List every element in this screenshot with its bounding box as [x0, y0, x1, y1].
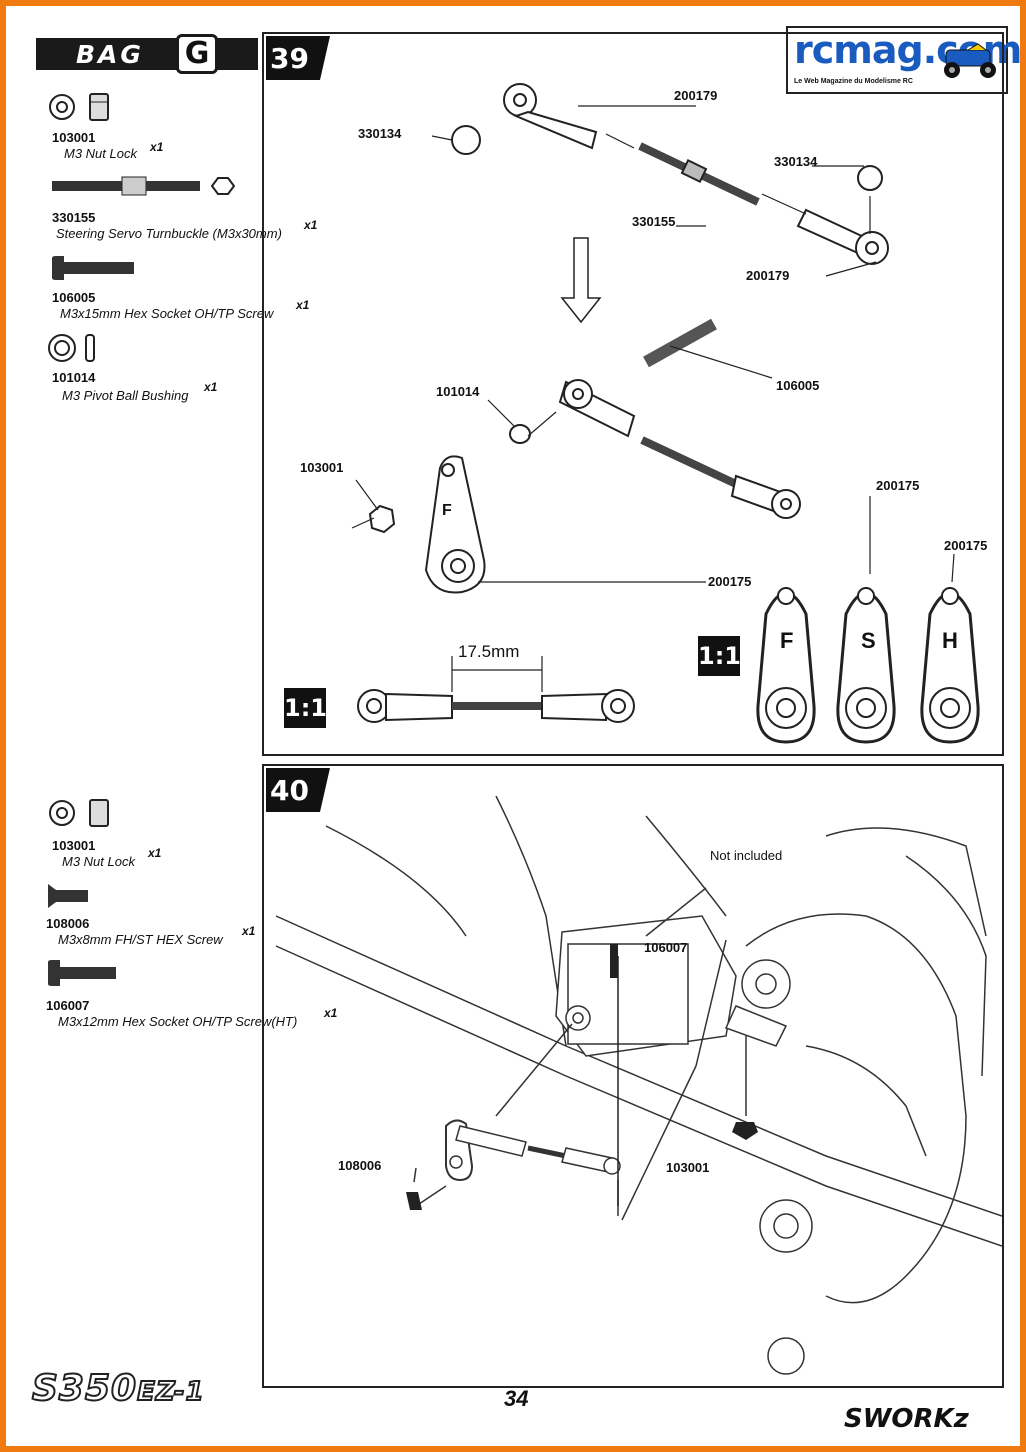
horn-letter: F — [780, 628, 794, 653]
part-qty: x1 — [148, 846, 162, 860]
label-servo-horn: 200175 — [944, 538, 988, 553]
step-40-drawing — [275, 796, 1002, 1375]
brand-logo: SWORKz — [844, 1404, 969, 1434]
part-name: M3 Nut Lock — [62, 854, 135, 869]
label-bushing: 101014 — [436, 384, 480, 399]
step-39-panel — [262, 32, 1004, 756]
step-number: 39 — [270, 42, 309, 75]
buggy-logo-icon — [944, 43, 996, 78]
part-qty: x1 — [324, 1006, 338, 1020]
pivot-bushing-icon — [48, 334, 95, 362]
part-code: 108006 — [46, 916, 90, 931]
horn-letter: H — [942, 628, 958, 653]
label-servo-horn: 200175 — [708, 574, 752, 589]
part-qty: x1 — [150, 140, 164, 154]
model-logo: S350EZ-1 — [31, 1367, 205, 1410]
part-code: 101014 — [52, 370, 96, 385]
hex-screw-icon — [48, 960, 116, 986]
label-screw: 106007 — [644, 940, 688, 955]
part-qty: x1 — [296, 298, 310, 312]
part-name: M3x8mm FH/ST HEX Screw — [58, 932, 223, 947]
label-rod-end: 200179 — [746, 268, 790, 283]
bag-word: BAG — [76, 40, 144, 69]
turnbuckle-icon — [52, 176, 236, 196]
step-39-drawing — [351, 83, 980, 744]
label-nut: 103001 — [300, 460, 344, 475]
label-pivot-ball: 330134 — [774, 154, 818, 169]
label-rod-end: 200179 — [674, 88, 718, 103]
label-nut: 103001 — [666, 1160, 710, 1175]
hex-screw-icon — [52, 256, 134, 280]
part-code: 330155 — [52, 210, 96, 225]
part-name: M3 Pivot Ball Bushing — [62, 388, 189, 403]
bag-letter: G — [176, 34, 218, 74]
part-name: M3 Nut Lock — [64, 146, 137, 161]
part-code: 106007 — [46, 998, 90, 1013]
part-name: M3x15mm Hex Socket OH/TP Screw — [60, 306, 274, 321]
part-code: 103001 — [52, 838, 96, 853]
part-qty: x1 — [204, 380, 218, 394]
model-suffix: EZ-1 — [136, 1376, 205, 1408]
scale-badge: 1:1 — [698, 636, 741, 676]
model-name: S350 — [31, 1367, 138, 1410]
not-included-note: Not included — [710, 848, 783, 863]
part-name: M3x12mm Hex Socket OH/TP Screw(HT) — [58, 1014, 298, 1029]
part-qty: x1 — [242, 924, 256, 938]
step-number: 40 — [270, 774, 309, 807]
bag-banner — [36, 38, 258, 70]
page-number: 34 — [504, 1386, 529, 1411]
dimension-label: 17.5mm — [458, 642, 520, 661]
nut-lock-icon — [49, 799, 109, 827]
logo-tagline: Le Web Magazine du Modelisme RC — [794, 78, 913, 85]
label-screw: 106005 — [776, 378, 820, 393]
part-qty: x1 — [304, 218, 318, 232]
label-servo-horn: 200175 — [876, 478, 920, 493]
horn-letter: S — [861, 628, 876, 653]
horn-letter-exploded: F — [442, 502, 452, 519]
step-badge — [266, 36, 330, 80]
part-code: 103001 — [52, 130, 96, 145]
part-name: Steering Servo Turnbuckle (M3x30mm) — [56, 226, 282, 241]
step-40-panel — [262, 764, 1004, 1388]
nut-lock-icon — [49, 93, 109, 121]
rcmag-logo: rcmag.com Le Web Magazine du Modelisme R… — [786, 26, 1020, 94]
label-pivot-ball: 330134 — [358, 126, 402, 141]
scale-badge: 1:1 — [284, 688, 327, 728]
step-badge — [266, 768, 330, 812]
label-fh-screw: 108006 — [338, 1158, 382, 1173]
fh-screw-icon — [48, 884, 88, 908]
part-code: 106005 — [52, 290, 96, 305]
label-turnbuckle: 330155 — [632, 214, 676, 229]
